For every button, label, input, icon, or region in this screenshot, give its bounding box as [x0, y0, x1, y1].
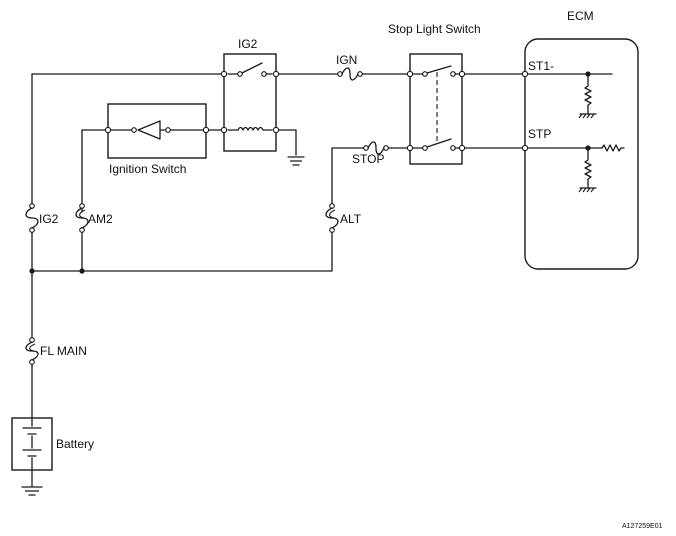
wire-coil-ground — [275, 129, 297, 156]
fl-main-fuse — [25, 337, 39, 365]
stop-light-switch-label: Stop Light Switch — [388, 22, 481, 36]
alt-fuse — [325, 203, 339, 233]
ecm-st1-resistor — [578, 73, 597, 119]
battery-cells — [22, 417, 42, 471]
stop-light-switch-box — [409, 53, 463, 165]
stp-terminal-label: STP — [528, 127, 551, 141]
ig2-fuse — [25, 203, 39, 233]
am2-fuse — [75, 203, 89, 233]
ecm-label: ECM — [567, 9, 594, 23]
junction-dot — [29, 268, 35, 274]
junction-dot — [79, 268, 85, 274]
stop-fuse — [363, 141, 389, 155]
ig2-relay-label: IG2 — [238, 37, 258, 51]
ign-fuse-label: IGN — [336, 53, 357, 67]
wire-am2-input — [81, 129, 109, 213]
relay-coil — [237, 126, 264, 131]
ignition-switch-box — [107, 103, 207, 159]
alt-fuse-label: ALT — [340, 212, 362, 226]
figure-code: A127259E01 — [622, 523, 663, 530]
ecm-box — [524, 38, 639, 270]
wire-stop-line — [331, 147, 526, 206]
ig2-fuse-label: IG2 — [39, 212, 59, 226]
fl-main-fuse-label: FL MAIN — [40, 344, 87, 358]
am2-fuse-label: AM2 — [88, 212, 113, 226]
stop-fuse-label: STOP — [352, 152, 384, 166]
battery-label: Battery — [56, 437, 94, 451]
st1-terminal-label: ST1- — [528, 59, 554, 73]
ign-fuse — [337, 67, 363, 81]
ground-symbol — [21, 486, 43, 496]
wire-bottom-bus — [31, 231, 333, 272]
ignition-switch-label: Ignition Switch — [109, 162, 186, 176]
ecm-pullup-resistor — [601, 144, 625, 152]
ignition-key-contact — [137, 120, 166, 140]
ig2-relay-box — [223, 53, 277, 152]
ground-symbol — [287, 156, 305, 166]
ecm-stp-resistor — [578, 147, 597, 193]
